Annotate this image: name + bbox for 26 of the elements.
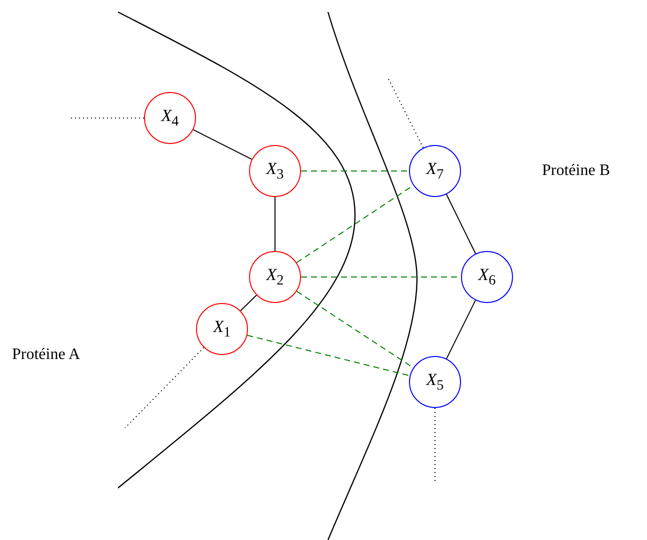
node-circle: [196, 303, 248, 355]
node-label: X$_{7}$: [426, 158, 444, 184]
connector-line: [192, 129, 252, 160]
dotted-line: [434, 408, 436, 482]
protein-label: Protéine A: [12, 346, 80, 364]
node-circle: [409, 356, 461, 408]
dashed-line: [246, 334, 410, 376]
protein-label: Protéine B: [542, 162, 610, 180]
node-label: X$_{2}$: [266, 264, 284, 290]
node-label: X$_{5}$: [426, 370, 444, 394]
dotted-line: [124, 347, 204, 428]
dotted-line: [388, 78, 424, 148]
connector-line: [446, 300, 476, 360]
connector-line: [240, 294, 257, 312]
node-label: X$_{4}$: [161, 106, 179, 130]
node-circle: [249, 145, 301, 197]
node-circle: [409, 145, 461, 197]
node-label: X$_{1}$: [213, 316, 231, 342]
node-label: X$_{6}$: [478, 264, 496, 290]
node-label: X$_{3}$: [266, 158, 284, 184]
dashed-line: [300, 170, 410, 172]
node-circle: [461, 251, 513, 303]
node-circle: [249, 251, 301, 303]
connector-line: [446, 194, 476, 254]
node-circle: [144, 92, 196, 144]
connector-line: [274, 196, 276, 252]
